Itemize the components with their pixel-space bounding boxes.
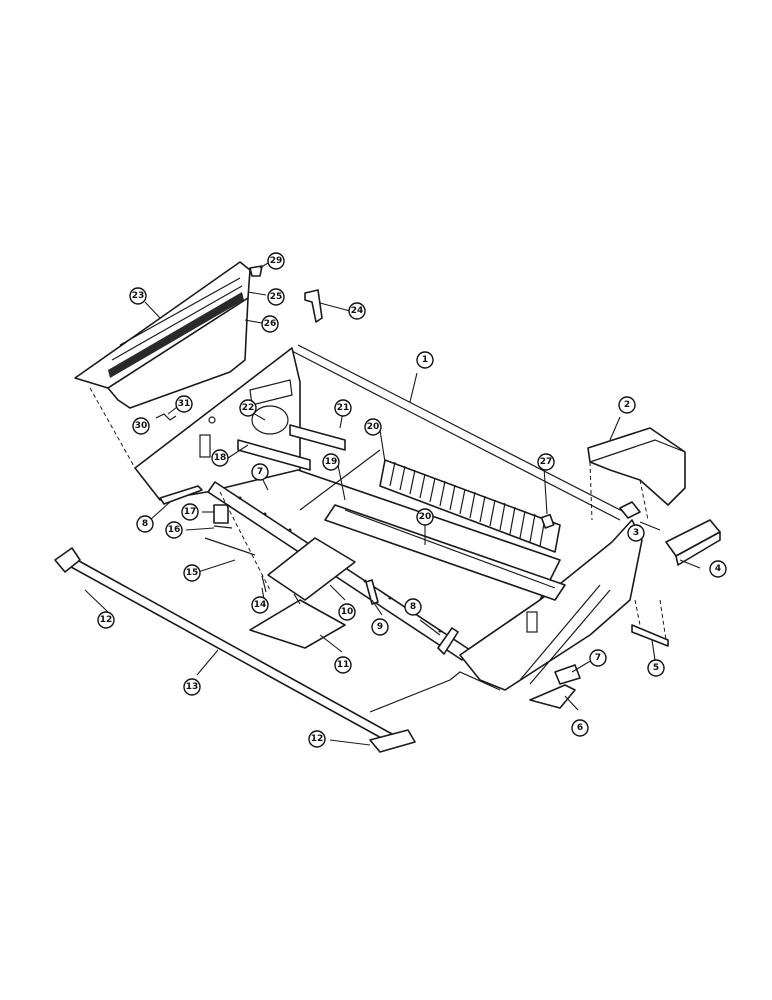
svg-text:11: 11 [337, 660, 350, 670]
svg-text:15: 15 [186, 568, 199, 578]
svg-text:1: 1 [422, 355, 428, 365]
svg-text:31: 31 [178, 399, 191, 409]
callouts: 1 2 3 4 5 6 7 7 8 8 9 10 11 12 12 13 14 … [97, 252, 727, 748]
callout-25: 25 [267, 288, 285, 306]
callout-2: 2 [618, 396, 636, 414]
svg-text:20: 20 [419, 512, 432, 522]
callout-14: 14 [251, 596, 269, 614]
bracket-17 [213, 504, 229, 524]
bracket-3 [619, 501, 641, 519]
svg-text:20: 20 [367, 422, 380, 432]
svg-text:16: 16 [168, 525, 181, 535]
leader-lines [84, 262, 701, 746]
callout-1: 1 [416, 351, 434, 369]
callout-23: 23 [129, 287, 147, 305]
svg-text:5: 5 [653, 663, 659, 673]
callout-29: 29 [267, 252, 285, 270]
svg-text:23: 23 [132, 291, 145, 301]
callout-4: 4 [709, 560, 727, 578]
left-top-cover [74, 261, 251, 409]
bolt-30-31 [155, 413, 177, 421]
svg-text:4: 4 [715, 564, 721, 574]
callout-24: 24 [348, 302, 366, 320]
callout-27: 27 [537, 453, 555, 471]
svg-text:7: 7 [257, 467, 263, 477]
callout-7-right: 7 [589, 649, 607, 667]
callout-8-center: 8 [404, 598, 422, 616]
svg-text:9: 9 [377, 622, 383, 632]
svg-text:12: 12 [311, 734, 324, 744]
bracket-24 [304, 289, 323, 323]
svg-text:27: 27 [540, 457, 553, 467]
callout-17: 17 [181, 503, 199, 521]
callout-10: 10 [338, 603, 356, 621]
callout-9: 9 [371, 618, 389, 636]
reel-bar [54, 547, 501, 753]
strip-9 [365, 579, 379, 605]
callout-6: 6 [571, 719, 589, 737]
svg-text:14: 14 [254, 600, 267, 610]
svg-text:25: 25 [270, 292, 283, 302]
svg-text:7: 7 [595, 653, 601, 663]
svg-text:29: 29 [270, 256, 283, 266]
svg-text:2: 2 [624, 400, 630, 410]
callout-3: 3 [627, 524, 645, 542]
bracket-7b [554, 664, 581, 685]
svg-text:19: 19 [325, 457, 338, 467]
clip-29 [249, 265, 263, 277]
callout-12-right: 12 [308, 730, 326, 748]
callout-20-top: 20 [364, 418, 382, 436]
callout-31: 31 [175, 395, 193, 413]
callout-7-left: 7 [251, 463, 269, 481]
svg-text:12: 12 [100, 615, 113, 625]
strip-5 [631, 624, 669, 647]
svg-text:8: 8 [142, 519, 148, 529]
callout-18: 18 [211, 449, 229, 467]
callout-20-center: 20 [416, 508, 434, 526]
svg-text:18: 18 [214, 453, 227, 463]
svg-text:26: 26 [264, 319, 277, 329]
callout-13: 13 [183, 678, 201, 696]
channel-4-side [675, 531, 721, 566]
bolts-14 [261, 575, 301, 605]
callout-21: 21 [334, 399, 352, 417]
callout-30: 30 [132, 417, 150, 435]
svg-text:10: 10 [341, 607, 354, 617]
strip-8-center [437, 627, 459, 655]
svg-text:6: 6 [577, 723, 583, 733]
rod-15 [204, 537, 256, 556]
right-top-cover [587, 427, 686, 506]
callout-22: 22 [239, 399, 257, 417]
callout-19: 19 [322, 453, 340, 471]
svg-text:30: 30 [135, 421, 148, 431]
callout-8-left: 8 [136, 515, 154, 533]
callout-16: 16 [165, 521, 183, 539]
svg-text:17: 17 [184, 507, 197, 517]
callout-26: 26 [261, 315, 279, 333]
plate-10 [267, 537, 356, 601]
pin-16 [213, 525, 233, 529]
svg-text:8: 8 [410, 602, 416, 612]
callout-11: 11 [334, 656, 352, 674]
svg-text:3: 3 [633, 528, 639, 538]
svg-text:13: 13 [186, 682, 199, 692]
callout-15: 15 [183, 564, 201, 582]
svg-text:24: 24 [351, 306, 364, 316]
shoe-6 [529, 684, 576, 709]
svg-text:21: 21 [337, 403, 350, 413]
svg-text:22: 22 [242, 403, 255, 413]
callout-12-left: 12 [97, 611, 115, 629]
callout-5: 5 [647, 659, 665, 677]
strip-8-left [159, 485, 203, 505]
